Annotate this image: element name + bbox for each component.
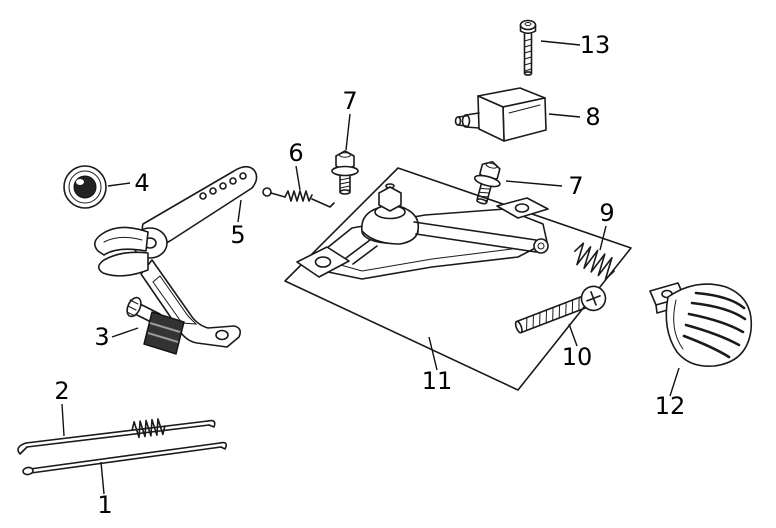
callout-2: 2: [54, 377, 69, 405]
leader-line-10: [568, 323, 578, 347]
leader-line-3: [111, 327, 139, 338]
leader-line-13: [540, 40, 581, 46]
callout-9: 9: [599, 199, 614, 227]
part-9-coil-spring: [574, 242, 615, 280]
part-5-lever-arm: [94, 165, 258, 348]
leader-line-8: [548, 113, 581, 118]
part-7-flange-bolt-lower: [473, 160, 501, 205]
callout-5: 5: [230, 221, 245, 249]
part-6-link-spring: [262, 187, 335, 208]
callout-6: 6: [288, 139, 303, 167]
leader-line-4: [107, 182, 131, 187]
callout-4: 4: [134, 169, 149, 197]
leader-line-2: [61, 403, 65, 437]
part-13-machine-screw: [519, 19, 537, 76]
callout-7-lower: 7: [568, 172, 583, 200]
leader-line-9: [599, 225, 607, 251]
callout-8: 8: [585, 103, 600, 131]
leader-line-12: [669, 367, 680, 397]
callout-1: 1: [97, 491, 112, 519]
part-4-grommet: [63, 165, 107, 209]
leader-line-5: [237, 199, 242, 223]
leader-line-6: [295, 165, 301, 191]
callout-12: 12: [655, 392, 686, 420]
leader-line-11: [428, 336, 438, 371]
callout-11: 11: [422, 367, 453, 395]
part-3-screw-block: [126, 296, 185, 355]
part-10-pan-head-screw: [514, 285, 607, 334]
part-7-flange-bolt-upper: [331, 150, 359, 195]
callout-7-upper: 7: [342, 87, 357, 115]
callout-10: 10: [562, 343, 593, 371]
leader-line-7b: [505, 180, 563, 187]
leader-line-1: [100, 461, 105, 495]
leader-line-7a: [345, 113, 351, 151]
part-12-knob-grip: [649, 282, 753, 368]
part-8-solenoid-box: [454, 87, 547, 142]
part-1-throttle-rods: [17, 419, 227, 476]
callout-13: 13: [580, 31, 611, 59]
part-11-bracket-assembly: [284, 167, 632, 391]
leader-lines: [61, 40, 680, 495]
callout-labels: 1 2 3 4 5 6 7 7 8 9 10 11 12 13: [54, 31, 685, 519]
callout-3: 3: [94, 323, 109, 351]
